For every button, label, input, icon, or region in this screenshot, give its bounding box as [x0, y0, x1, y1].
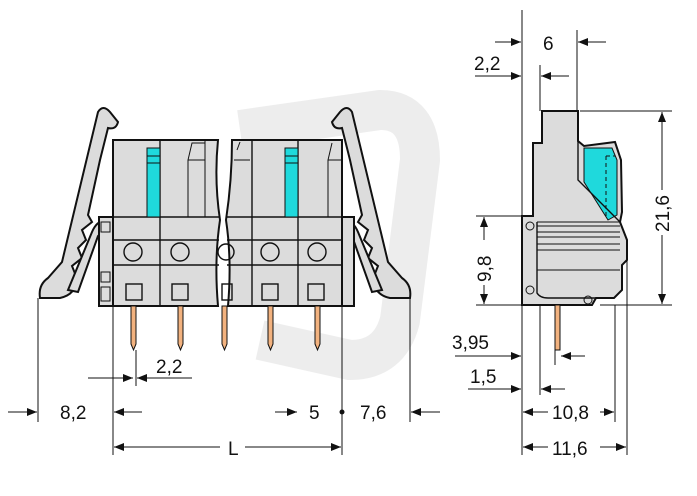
dim-lower-height: 9,8: [475, 256, 496, 282]
dim-left-clip: 8,2: [60, 403, 86, 424]
operating-lever: [284, 147, 299, 218]
dim-depth: 10,8: [552, 403, 589, 424]
dim-top-width: 6: [543, 34, 554, 55]
dim-pin-offset-side: 3,95: [452, 333, 489, 354]
dim-top-offset: 2,2: [474, 54, 500, 75]
dim-length: L: [228, 439, 239, 460]
front-view: 2,2 8,2 5 7,6 L: [8, 107, 440, 460]
dim-pin-width: 1,5: [470, 367, 496, 388]
side-view: 6 2,2 21,6 9,8 3,95 1,5 10,8 11,6: [452, 10, 674, 460]
dim-pin-offset: 2,2: [156, 357, 182, 378]
test-slots: [125, 283, 325, 301]
operating-lever: [146, 147, 161, 218]
housing-left: [112, 139, 222, 307]
dim-total-depth: 11,6: [552, 439, 588, 460]
dim-pitch: 5: [309, 403, 320, 424]
wire-entry-holes: [123, 242, 327, 262]
dim-height: 21,6: [653, 195, 674, 232]
dim-right-clip: 7,6: [360, 403, 386, 424]
side-lever: [583, 147, 618, 221]
solder-pins: [130, 305, 321, 352]
housing-right: [224, 139, 343, 307]
watermark-logo: [237, 89, 441, 381]
